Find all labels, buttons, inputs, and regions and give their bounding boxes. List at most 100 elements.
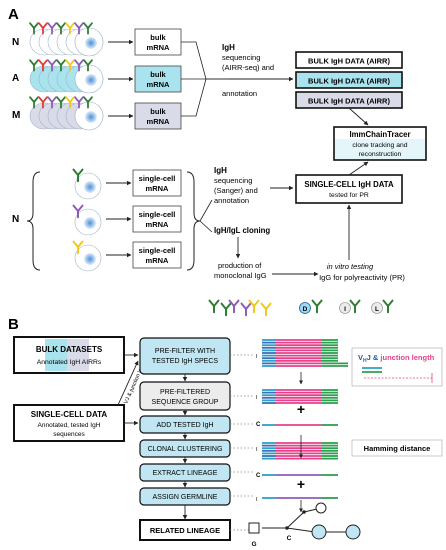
- cell-stack-n: [29, 22, 104, 57]
- step-add-tested: ADD TESTED IgH: [139, 415, 231, 434]
- antibody-icon: [382, 299, 394, 314]
- antibody-arm: [77, 204, 84, 212]
- antibody-arm: [29, 59, 35, 66]
- antibody-arm: [56, 96, 62, 103]
- row-letter-a: A: [12, 73, 19, 84]
- antibody-arm: [83, 96, 89, 103]
- antibody-arm: [47, 96, 53, 103]
- antibody-arm: [69, 22, 75, 29]
- antibody-icon: [29, 59, 39, 72]
- antibody-icon: [208, 299, 220, 314]
- single-data-title: SINGLE-CELL IgH DATA: [304, 180, 394, 189]
- tree-edge: [303, 508, 318, 513]
- bulk-mrna-box-a: bulk mRNA: [134, 65, 182, 93]
- antibody-arm: [29, 22, 35, 29]
- step-line1: PRE-FILTER WITH: [155, 348, 215, 355]
- single-mrna-box-1: single-cell mRNA: [132, 169, 182, 197]
- antibody-icon: [248, 299, 260, 314]
- antibody-arm: [78, 22, 84, 29]
- single-cell-source-box: SINGLE-CELL DATA Annotated, tested IgH s…: [13, 404, 125, 442]
- hamming-label: Hamming distance: [364, 444, 431, 453]
- antibody-arm: [77, 168, 84, 176]
- antibody-icon: [65, 22, 75, 35]
- antibody-row: [208, 299, 394, 317]
- i-marker: I: [256, 395, 258, 401]
- antibody-arm: [316, 299, 323, 307]
- bulk-data-label: BULK IgH DATA (AIRR): [308, 77, 390, 86]
- step-line1: CLONAL CLUSTERING: [148, 446, 223, 453]
- antibody-arm: [349, 299, 356, 307]
- antibody-icon: [74, 96, 84, 109]
- single-mrna-box-3: single-cell mRNA: [132, 241, 182, 269]
- legend-l: L: [371, 302, 383, 314]
- antibody-icon: [47, 22, 57, 35]
- antibody-icon: [65, 96, 75, 109]
- step-line1: ASSIGN GERMLINE: [153, 494, 218, 501]
- antibody-arm: [87, 96, 93, 103]
- antibody-arm: [72, 168, 79, 176]
- single-mrna-line2: mRNA: [146, 256, 170, 265]
- i-marker: I: [256, 447, 258, 453]
- plus-sign-2: +: [297, 476, 305, 492]
- antibody-icon: [228, 299, 240, 314]
- antibody-arm: [228, 299, 235, 307]
- connector-bulk-m: [181, 78, 207, 117]
- antibody-arm: [265, 302, 272, 310]
- antibody-arm: [69, 59, 75, 66]
- arrow-single-to-tracer: [348, 161, 369, 176]
- tree-edge: [286, 527, 316, 533]
- row-letter-n: N: [12, 37, 19, 48]
- tree-leaf-node: [315, 502, 327, 514]
- antibody-arm: [233, 299, 240, 307]
- panel-a-label: A: [8, 6, 19, 23]
- bulk-data-box-2: BULK IgH DATA (AIRR): [295, 71, 403, 89]
- single-mrna-line1: single-cell: [139, 210, 176, 219]
- production-line1: production of: [218, 261, 262, 270]
- step-line2: SEQUENCE GROUP: [152, 399, 219, 406]
- tree-edge: [286, 511, 305, 529]
- connector-sanger: [199, 199, 213, 222]
- antibody-arm: [47, 22, 53, 29]
- bulk-mrna-line1: bulk: [150, 107, 166, 116]
- bulk-data-label: BULK IgH DATA (AIRR): [308, 97, 390, 106]
- final-label: RELATED LINEAGE: [150, 526, 220, 535]
- production-line2: monoclonal IgG: [214, 271, 267, 280]
- vj-legend-box: VHJ & junction length: [351, 347, 443, 387]
- bulk-mrna-line1: bulk: [150, 70, 166, 79]
- antibody-arm: [225, 302, 232, 310]
- bulk-data-box-3: BULK IgH DATA (AIRR): [295, 91, 403, 109]
- sanger-line1: IgH: [214, 166, 227, 175]
- antibody-arm: [38, 96, 44, 103]
- cloning-label: IgH/IgL cloning: [214, 226, 270, 235]
- bulk-step-line2: sequencing: [222, 53, 260, 62]
- antibody-icon: [83, 96, 93, 109]
- sanger-line3: (Sanger) and: [214, 186, 258, 195]
- single-cell-group: [72, 168, 102, 272]
- antibody-arm: [33, 96, 39, 103]
- antibody-arm: [51, 59, 57, 66]
- antibody-arm: [42, 22, 48, 29]
- sanger-line2: sequencing: [214, 176, 252, 185]
- bulk-data-label: BULK IgH DATA (AIRR): [308, 57, 390, 66]
- antibody-icon: [311, 299, 323, 314]
- arrow-bulk-to-tracer: [348, 107, 369, 126]
- antibody-arm: [33, 59, 39, 66]
- antibody-icon: [72, 168, 84, 183]
- bulk-mrna-box-n: bulk mRNA: [134, 28, 182, 56]
- antibody-arm: [51, 22, 57, 29]
- antibody-arm: [83, 22, 89, 29]
- bulk-mrna-line1: bulk: [150, 33, 166, 42]
- antibody-icon: [240, 302, 252, 317]
- antibody-arm: [83, 59, 89, 66]
- antibody-icon: [74, 59, 84, 72]
- single-data-sub: tested for PR: [329, 192, 369, 199]
- antibody-arm: [42, 96, 48, 103]
- step-related-lineage: RELATED LINEAGE: [139, 519, 231, 541]
- antibody-arm: [38, 59, 44, 66]
- c-marker: C: [256, 473, 261, 479]
- panel-b-label: B: [8, 316, 19, 333]
- invitro-line2: IgG for polyreactivity (PR): [319, 273, 405, 282]
- antibody-icon: [29, 96, 39, 109]
- single-mrna-line2: mRNA: [146, 184, 170, 193]
